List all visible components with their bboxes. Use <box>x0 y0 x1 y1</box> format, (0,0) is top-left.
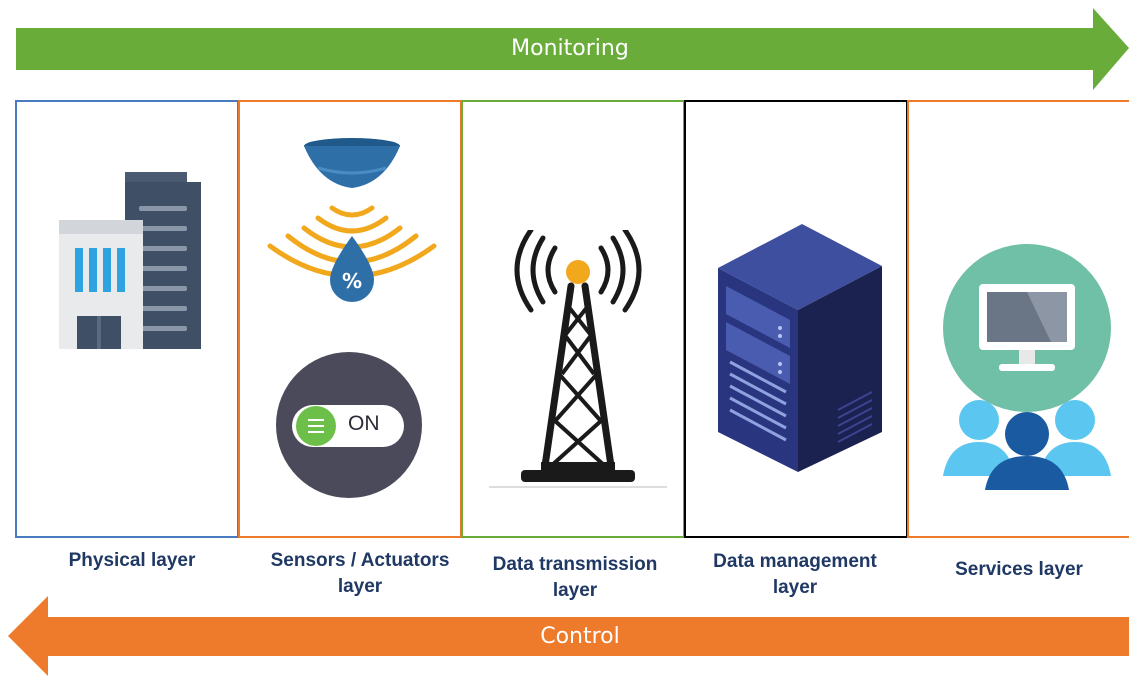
building-icon <box>59 172 201 349</box>
server-icon <box>718 224 882 472</box>
switch-icon <box>276 352 422 498</box>
transmission-tower-icon <box>489 230 667 488</box>
sensors-actuators-panel: % ON <box>238 100 462 538</box>
data-transmission-panel <box>461 100 685 538</box>
switch-on-text: ON <box>348 412 380 435</box>
monitoring-arrow <box>16 8 1129 90</box>
physical-layer-panel <box>15 100 239 538</box>
svg-text:%: % <box>342 269 362 293</box>
physical-layer-label: Physical layer <box>68 550 196 571</box>
control-arrow <box>8 596 1129 676</box>
data-management-panel <box>684 100 908 538</box>
humidity-sensor-icon: % <box>267 138 437 302</box>
users-computer-icon <box>943 244 1111 490</box>
control-label: Control <box>540 624 620 649</box>
sensors-actuators-layer-label: Sensors / Actuators layer <box>270 550 450 597</box>
data-management-layer-label: Data management layer <box>713 551 877 598</box>
data-transmission-layer-label: Data transmission layer <box>492 554 658 601</box>
services-layer-label: Services layer <box>955 559 1083 580</box>
services-panel <box>907 100 1129 538</box>
monitoring-label: Monitoring <box>511 36 629 61</box>
